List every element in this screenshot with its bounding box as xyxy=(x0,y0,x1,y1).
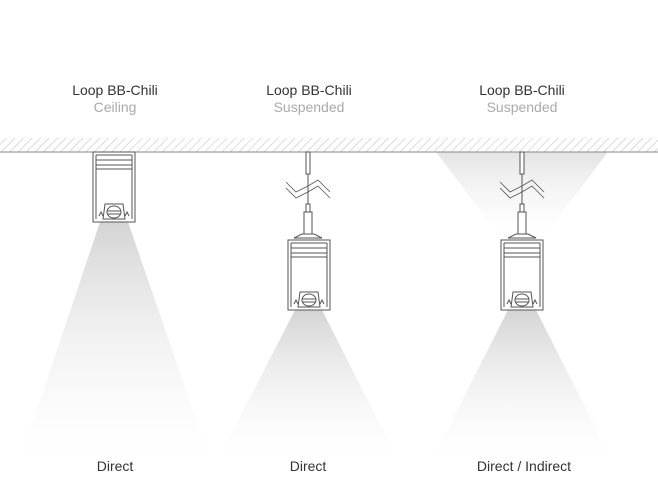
title-3: Loop BB-Chili xyxy=(479,82,565,98)
ceiling xyxy=(0,138,658,152)
light-cone-direct-3 xyxy=(432,310,612,460)
title-1: Loop BB-Chili xyxy=(72,82,158,98)
mount-3: Suspended xyxy=(486,99,558,115)
suspension-wire-2 xyxy=(285,151,331,239)
suspended-fixture-2 xyxy=(287,239,331,311)
title-2: Loop BB-Chili xyxy=(266,82,352,98)
distribution-2: Direct xyxy=(289,458,327,474)
light-cone-direct-2 xyxy=(218,310,398,460)
mount-2: Suspended xyxy=(273,99,345,115)
distribution-3: Direct / Indirect xyxy=(476,458,572,474)
ceiling-fixture xyxy=(92,151,136,223)
distribution-1: Direct xyxy=(96,458,134,474)
light-cone-direct-1 xyxy=(20,222,210,460)
suspended-fixture-3 xyxy=(500,239,544,311)
mount-1: Ceiling xyxy=(93,99,137,115)
